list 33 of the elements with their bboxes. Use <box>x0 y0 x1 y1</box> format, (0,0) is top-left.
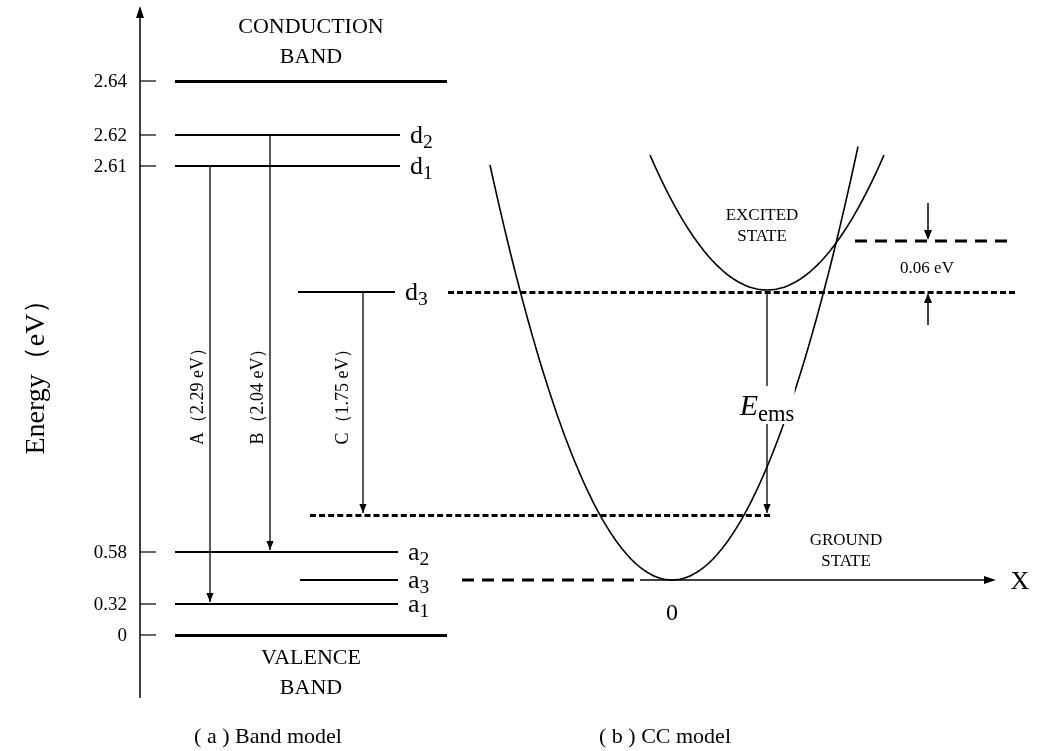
level-label: d$_{2}$ <box>410 122 433 148</box>
level-label: a$_{2}$ <box>408 539 430 565</box>
tick-label: 2.62 <box>93 122 127 147</box>
state-label: EXCITED STATE <box>724 203 800 247</box>
level-label: a$_{3}$ <box>408 567 430 593</box>
band-label: CONDUCTION BAND <box>237 12 385 70</box>
tick-label: 0.32 <box>93 591 127 616</box>
transition-arrow <box>206 166 214 603</box>
state-label: GROUND STATE <box>808 528 884 572</box>
edge-label: E$_{ems}$ <box>739 386 795 424</box>
energy-level-line <box>175 165 400 167</box>
dashed-level-line <box>448 291 1015 294</box>
band-label: VALENCE BAND <box>260 643 362 701</box>
tick-label: 0 <box>117 622 127 647</box>
energy-level-line <box>298 291 395 293</box>
level-label: d$_{3}$ <box>405 279 428 305</box>
level-label: d$_{1}$ <box>410 153 433 179</box>
transition-arrow <box>266 135 274 551</box>
energy-level-line <box>175 134 400 136</box>
dimension-label: 0.06 eV <box>900 257 954 280</box>
tick-label: 0.58 <box>93 539 127 564</box>
axis-label: X <box>1010 564 1030 597</box>
energy-level-line <box>300 579 398 581</box>
tick-label: 2.61 <box>93 153 127 178</box>
transition-arrow <box>359 292 367 514</box>
energy-level-line <box>175 551 398 553</box>
energy-level-line <box>175 603 398 605</box>
caption: ( b ) CC model <box>599 721 731 750</box>
dashed-level-line <box>310 514 770 517</box>
origin-label: 0 <box>666 598 678 627</box>
caption: ( a ) Band model <box>194 721 342 750</box>
axis-title: Energy（eV） <box>18 285 51 455</box>
tick-label: 2.64 <box>93 68 127 93</box>
